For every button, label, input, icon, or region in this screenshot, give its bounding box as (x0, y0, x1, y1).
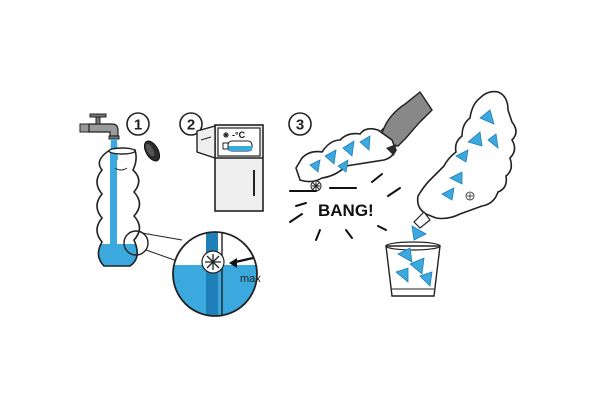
step-3-label: 3 (296, 117, 304, 134)
motion-lines (289, 173, 401, 241)
step-3-number: 3 (288, 112, 312, 136)
glass-icon (385, 241, 441, 297)
fill-level-zoom: max (172, 231, 261, 317)
freezer-temp-label: -°C (232, 130, 246, 140)
impact-burst (310, 180, 322, 192)
step-1: 1 (79, 112, 261, 317)
tap-icon (79, 113, 120, 140)
snowflake-icon (201, 250, 225, 274)
step-1-label: 1 (134, 117, 142, 134)
step-3: 3 (288, 90, 517, 297)
bang-text: BANG! (318, 201, 374, 220)
bottle-cap-icon (143, 140, 161, 162)
ice-filled-bottle (411, 90, 517, 241)
step-2-number: 2 (179, 112, 203, 136)
step-2-label: 2 (187, 117, 195, 134)
step-1-number: 1 (126, 112, 150, 136)
max-label: max (240, 273, 261, 285)
frozen-bottle (295, 127, 397, 183)
step-2: 2 -°C (179, 112, 264, 212)
refrigerator-icon: -°C (196, 124, 264, 212)
snowflake-icon (465, 191, 475, 201)
snowflake-icon (223, 132, 229, 138)
magnify-marker (123, 230, 149, 256)
water-bottle (96, 147, 141, 267)
